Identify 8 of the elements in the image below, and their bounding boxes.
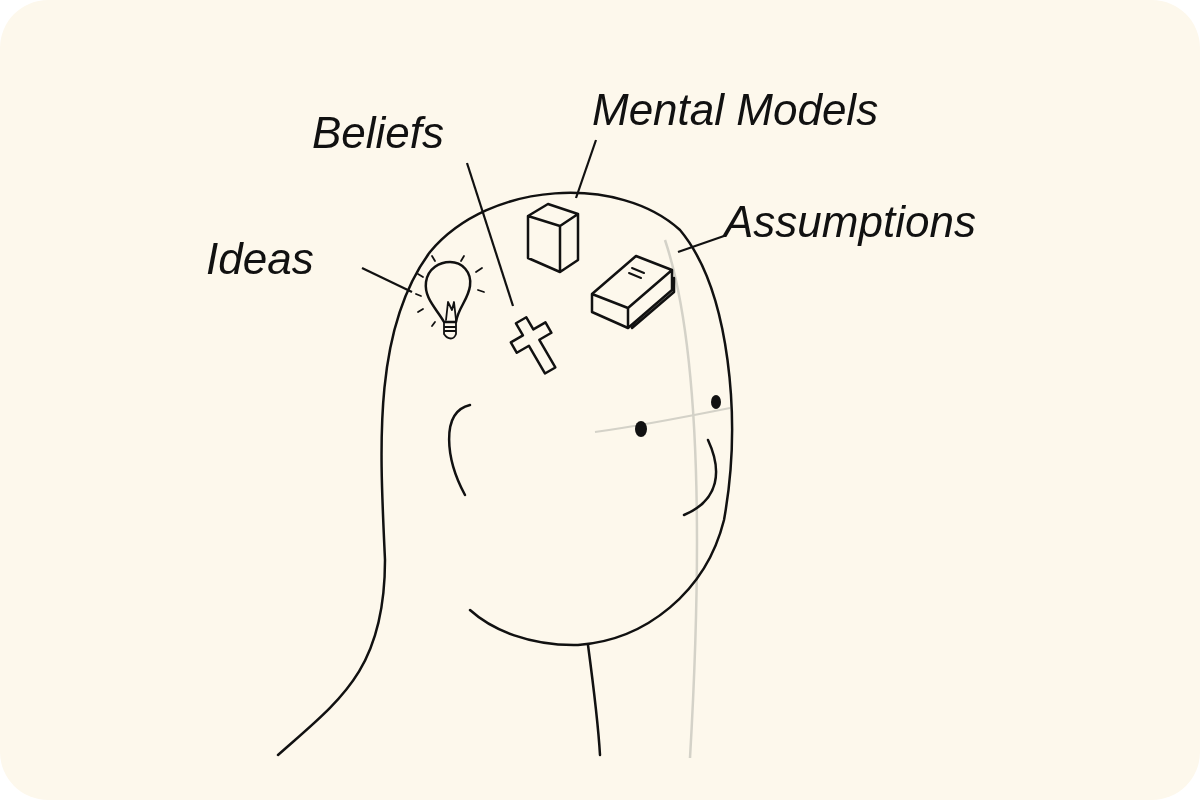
leader-line [361,267,413,293]
leader-line [677,234,725,254]
callout-label: Beliefs [312,103,498,163]
leader-line [465,162,515,307]
callout-label: Mental Models [592,80,992,140]
callout-label: Ideas [206,236,362,282]
callout-label: Assumptions [724,196,1094,248]
leader-line [574,139,598,199]
